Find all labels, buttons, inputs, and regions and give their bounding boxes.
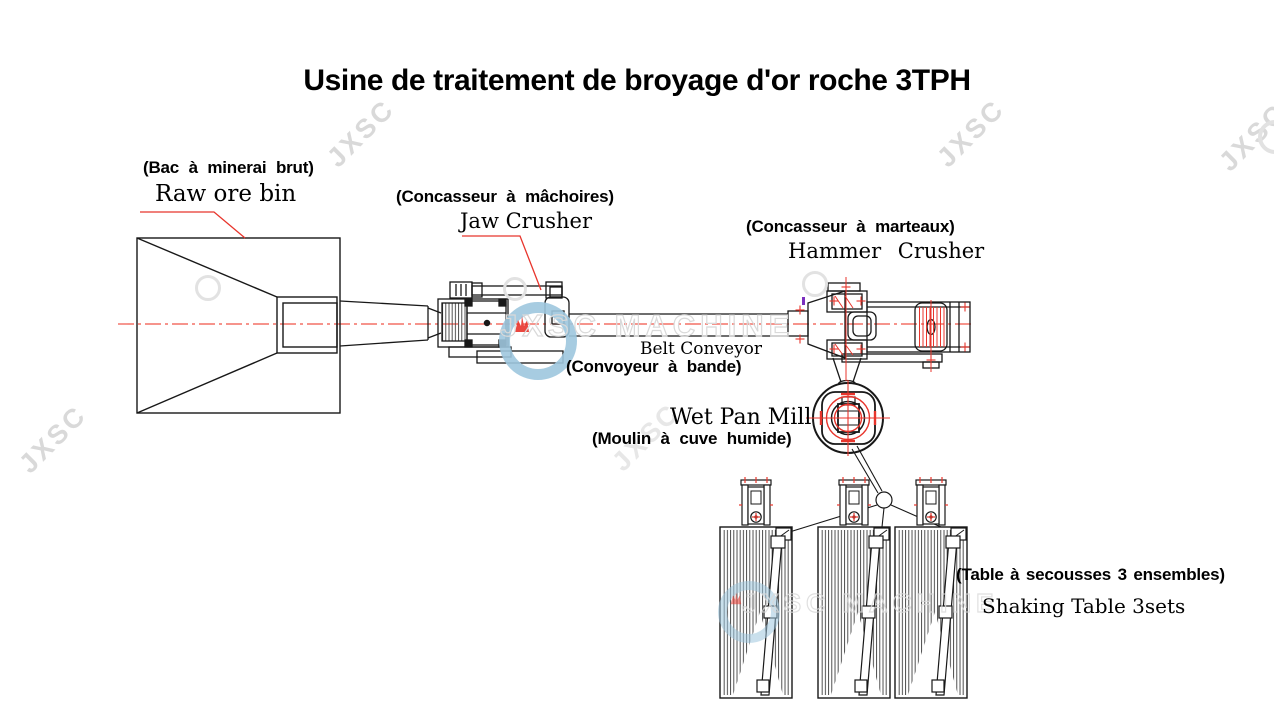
raw-ore-bin-drawing bbox=[136, 237, 341, 414]
label-belt-conveyor-en: Belt Conveyor bbox=[640, 339, 763, 359]
label-jaw-crusher-en: Jaw Crusher bbox=[460, 209, 592, 233]
label-raw-ore-bin-en: Raw ore bin bbox=[155, 181, 297, 207]
hammer-crusher-drawing bbox=[802, 282, 971, 389]
label-jaw-crusher-fr: (Concasseur à mâchoires) bbox=[396, 187, 614, 206]
jxsc-ring-watermark bbox=[503, 277, 527, 301]
wet-pan-mill-drawing bbox=[806, 380, 890, 456]
label-hammer-crusher-en: Hammer Crusher bbox=[788, 239, 985, 263]
page-title: Usine de traitement de broyage d'or roch… bbox=[303, 64, 971, 97]
jxsc-logo bbox=[718, 581, 780, 643]
jxsc-flame-icon bbox=[515, 316, 529, 332]
label-shaking-table-en: Shaking Table 3sets bbox=[982, 594, 1186, 618]
distributor-node bbox=[875, 491, 893, 509]
watermark-jxsc-machine: JXSC MACHINE bbox=[741, 587, 999, 618]
leader-lines bbox=[140, 211, 542, 291]
feeder-drawing bbox=[339, 300, 442, 347]
label-wet-pan-mill-fr: (Moulin à cuve humide) bbox=[592, 429, 792, 448]
label-raw-ore-bin-fr: (Bac à minerai brut) bbox=[143, 158, 314, 177]
jxsc-ring-watermark bbox=[195, 275, 221, 301]
jxsc-flame-icon bbox=[730, 592, 742, 605]
jxsc-ring-watermark bbox=[802, 271, 828, 297]
label-hammer-crusher-fr: (Concasseur à marteaux) bbox=[746, 217, 955, 236]
jxsc-logo bbox=[499, 302, 577, 380]
label-belt-conveyor-fr: (Convoyeur à bande) bbox=[566, 357, 742, 376]
watermark-jxsc-machine: JXSC MACHINE bbox=[499, 307, 795, 343]
hammer-crusher-red-marks bbox=[834, 277, 945, 381]
jxsc-ring-watermark bbox=[1258, 120, 1274, 154]
label-wet-pan-mill-en: Wet Pan Mill bbox=[670, 405, 812, 430]
label-shaking-table-fr: (Table à secousses 3 ensembles) bbox=[956, 565, 1225, 584]
